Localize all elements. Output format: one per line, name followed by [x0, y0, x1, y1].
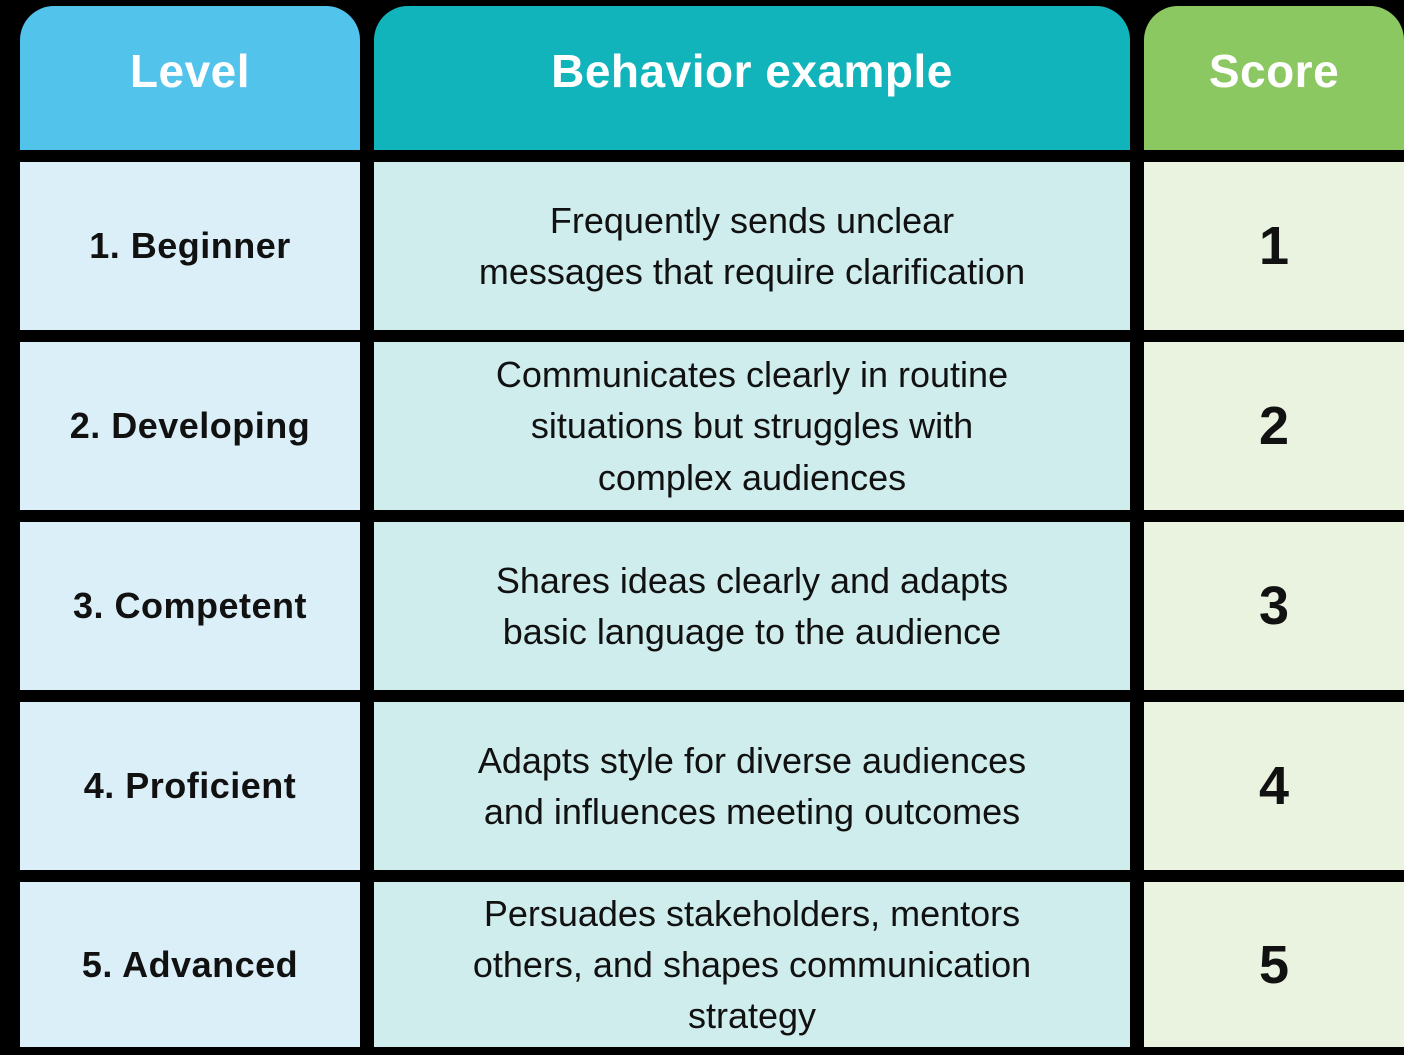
behavior-text: Adapts style for diverse audiences and i… — [477, 739, 1027, 832]
score-value: 5 — [1258, 934, 1290, 995]
behavior-cell-row5: Persuades stakeholders, mentors others, … — [374, 882, 1130, 1047]
score-cell-row2: 2 — [1144, 342, 1404, 510]
level-cell-row2: 2. Developing — [20, 342, 360, 510]
level-label: 1. Beginner — [89, 225, 291, 266]
level-label: 4. Proficient — [83, 765, 297, 806]
behavior-cell-row4: Adapts style for diverse audiences and i… — [374, 702, 1130, 870]
level-label: 5. Advanced — [81, 943, 299, 985]
behavior-text: Frequently sends unclear messages that r… — [478, 199, 1026, 292]
level-label: 2. Developing — [69, 405, 311, 446]
score-value: 3 — [1258, 576, 1290, 636]
score-cell-row1: 1 — [1144, 162, 1404, 330]
behavior-cell-row3: Shares ideas clearly and adapts basic la… — [374, 522, 1130, 690]
score-value: 4 — [1258, 756, 1290, 816]
score-cell-row5: 5 — [1144, 882, 1404, 1047]
behavior-cell-row1: Frequently sends unclear messages that r… — [374, 162, 1130, 330]
column-header-score-label: Score — [1208, 45, 1340, 97]
behavior-text: Shares ideas clearly and adapts basic la… — [495, 559, 1009, 652]
level-label: 3. Competent — [72, 585, 308, 626]
behavior-text: Communicates clearly in routine situatio… — [495, 354, 1009, 498]
level-cell-row3: 3. Competent — [20, 522, 360, 690]
column-header-level: Level — [20, 6, 360, 150]
column-header-behavior-label: Behavior example — [551, 45, 953, 97]
behavior-cell-row2: Communicates clearly in routine situatio… — [374, 342, 1130, 510]
score-cell-row4: 4 — [1144, 702, 1404, 870]
score-value: 1 — [1258, 216, 1290, 276]
column-header-level-label: Level — [129, 45, 251, 97]
level-cell-row4: 4. Proficient — [20, 702, 360, 870]
column-header-behavior: Behavior example — [374, 6, 1130, 150]
column-header-score: Score — [1144, 6, 1404, 150]
score-cell-row3: 3 — [1144, 522, 1404, 690]
behavior-text: Persuades stakeholders, mentors others, … — [472, 892, 1032, 1037]
level-cell-row1: 1. Beginner — [20, 162, 360, 330]
level-cell-row5: 5. Advanced — [20, 882, 360, 1047]
score-value: 2 — [1258, 396, 1290, 456]
